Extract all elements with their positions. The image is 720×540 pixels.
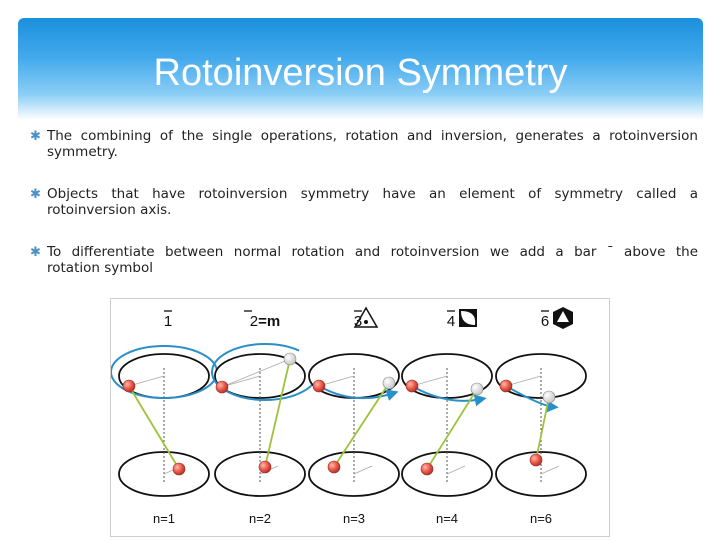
ball bbox=[405, 379, 419, 393]
symbol-label: 2=m bbox=[250, 313, 280, 330]
ball bbox=[327, 460, 341, 474]
symmetry-panel bbox=[211, 343, 319, 497]
n-caption: n=2 bbox=[249, 511, 271, 526]
symmetry-panel bbox=[111, 345, 218, 497]
plane-line bbox=[540, 465, 560, 475]
ball bbox=[529, 453, 543, 467]
symmetry-panel bbox=[495, 353, 587, 497]
inversion-rod bbox=[128, 385, 180, 470]
rotation-arrow bbox=[505, 385, 559, 413]
dot bbox=[364, 320, 368, 324]
symmetry-panel bbox=[401, 353, 493, 497]
inversion-rod bbox=[426, 388, 478, 470]
bullet-icon: ✱ bbox=[30, 245, 41, 260]
inversion-rod bbox=[535, 396, 550, 461]
inversion-rod bbox=[264, 358, 291, 468]
ball bbox=[499, 379, 513, 393]
bullet-icon: ✱ bbox=[30, 129, 41, 144]
symbol-label: 4 bbox=[447, 313, 455, 330]
ball bbox=[172, 462, 186, 476]
triangle-dot-icon bbox=[353, 306, 379, 328]
open-ball bbox=[470, 382, 484, 396]
symbol-label: 1 bbox=[164, 313, 172, 330]
rotation-arrow bbox=[318, 385, 399, 401]
plane-line bbox=[221, 358, 291, 388]
ball bbox=[215, 380, 229, 394]
symbol-label: 6 bbox=[541, 313, 549, 330]
n-caption: n=4 bbox=[436, 511, 458, 526]
ball bbox=[420, 462, 434, 476]
bullet-text-2: Objects that have rotoinversion symmetry… bbox=[47, 186, 698, 218]
slide-title: Rotoinversion Symmetry bbox=[153, 52, 568, 94]
ball bbox=[122, 379, 136, 393]
bullet-text-1: The combining of the single operations, … bbox=[47, 128, 698, 160]
title-banner bbox=[18, 18, 703, 120]
n-caption: n=1 bbox=[153, 511, 175, 526]
symmetry-panel bbox=[308, 353, 400, 497]
plane-line bbox=[353, 465, 373, 475]
open-ball bbox=[283, 352, 297, 366]
open-ball bbox=[382, 376, 396, 390]
open-ball bbox=[542, 390, 556, 404]
n-caption: n=6 bbox=[530, 511, 552, 526]
bullet-icon: ✱ bbox=[30, 187, 41, 202]
n-caption: n=3 bbox=[343, 511, 365, 526]
bullet-text-3: To differentiate between normal rotation… bbox=[47, 244, 698, 276]
inner-triangle bbox=[557, 311, 569, 322]
lens bbox=[461, 311, 476, 325]
rotation-arrow bbox=[411, 385, 487, 407]
ball bbox=[312, 379, 326, 393]
ball bbox=[258, 460, 272, 474]
inversion-rod bbox=[333, 382, 390, 468]
plane-line bbox=[224, 375, 261, 387]
plane-line bbox=[446, 465, 466, 475]
